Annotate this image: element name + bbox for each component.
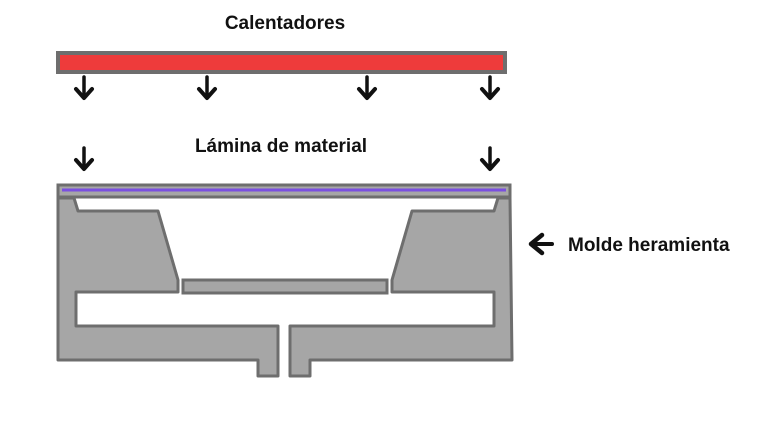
heater-bar: [56, 51, 507, 74]
mold-label: Molde heramienta: [568, 235, 730, 256]
heaters-label: Calentadores: [225, 13, 345, 34]
mold-right: [288, 196, 514, 378]
arrow-left-icon: [528, 232, 554, 256]
arrow-down-icon: [480, 75, 500, 100]
mold-cavity-floor: [181, 278, 389, 295]
arrow-down-icon: [197, 75, 217, 100]
arrow-down-icon: [74, 75, 94, 100]
arrow-down-icon: [480, 146, 500, 171]
mold-left: [56, 196, 280, 378]
sheet-label: Lámina de material: [195, 136, 367, 157]
arrow-down-icon: [357, 75, 377, 100]
arrow-down-icon: [74, 146, 94, 171]
